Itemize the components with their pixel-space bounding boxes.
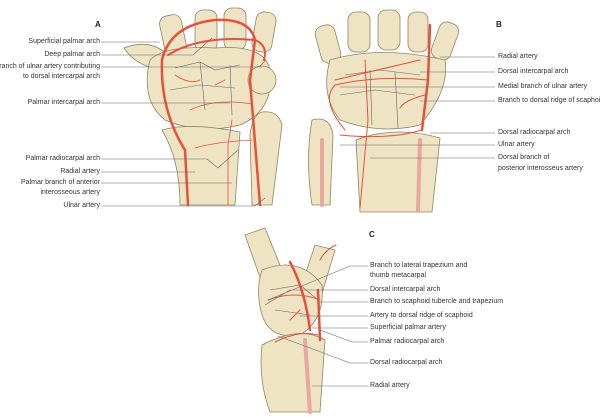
label-artery-dorsal-ridge: Artery to dorsal ridge of scaphoid xyxy=(370,312,473,319)
label-superficial-palmar-arch: Superficial palmar arch xyxy=(28,38,100,45)
panel-b-letter: B xyxy=(496,20,502,29)
label-radial-artery-a: Radial artery xyxy=(60,168,100,175)
panel-c-illustration xyxy=(244,227,337,414)
panel-a-letter: A xyxy=(95,20,101,29)
label-branch-lateral-trapezium: Branch to lateral trapezium and xyxy=(370,262,468,269)
label-branch-dorsal-ridge: Branch to dorsal ridge of scaphoid xyxy=(498,97,600,104)
label-palmar-radiocarpal-arch-c: Palmar radiocarpal arch xyxy=(370,338,445,345)
label-branch-ulnar-artery-2: to dorsal intercarpal arch xyxy=(22,73,100,80)
label-palmar-intercarpal-arch: Palmar intercarpal arch xyxy=(27,99,100,106)
label-ulnar-artery-a: Ulnar artery xyxy=(63,202,100,209)
label-radial-artery-b: Radial artery xyxy=(498,53,538,60)
panel-b-illustration xyxy=(308,9,460,213)
label-branch-ulnar-artery: Branch of ulnar artery contributing xyxy=(0,63,100,70)
label-palmar-radiocarpal-arch: Palmar radiocarpal arch xyxy=(25,155,100,162)
label-branch-scaphoid-tubercle: Branch to scaphoid tubercle and trapeziu… xyxy=(370,298,504,305)
label-dorsal-radiocarpal-arch-b: Dorsal radiocarpal arch xyxy=(498,129,571,136)
label-ulnar-artery-b: Ulnar artery xyxy=(498,141,535,148)
panel-c-letter: C xyxy=(369,230,375,239)
panel-a-illustration xyxy=(123,7,283,207)
label-interosseous-artery: interosseous artery xyxy=(40,189,100,196)
leader-lines xyxy=(101,37,495,387)
label-superficial-palmar-artery: Superficial palmar artery xyxy=(370,324,446,331)
label-dorsal-branch: Dorsal branch of xyxy=(498,154,550,161)
label-medial-branch-ulnar: Medial branch of ulnar artery xyxy=(498,83,588,90)
label-dorsal-intercarpal-arch-c: Dorsal intercarpal arch xyxy=(370,286,441,293)
label-deep-palmar-arch: Deep palmar arch xyxy=(44,51,100,58)
label-dorsal-intercarpal-arch-b: Dorsal intercarpal arch xyxy=(498,68,569,75)
label-radial-artery-c: Radial artery xyxy=(370,382,410,389)
label-palmar-branch-anterior: Palmar branch of anterior xyxy=(21,179,100,186)
label-thumb-metacarpal: thumb metacarpal xyxy=(370,272,427,279)
label-posterior-interosseus: posterior interosseus artery xyxy=(498,165,583,172)
label-dorsal-radiocarpal-arch-c: Dorsal radiocarpal arch xyxy=(370,359,443,366)
